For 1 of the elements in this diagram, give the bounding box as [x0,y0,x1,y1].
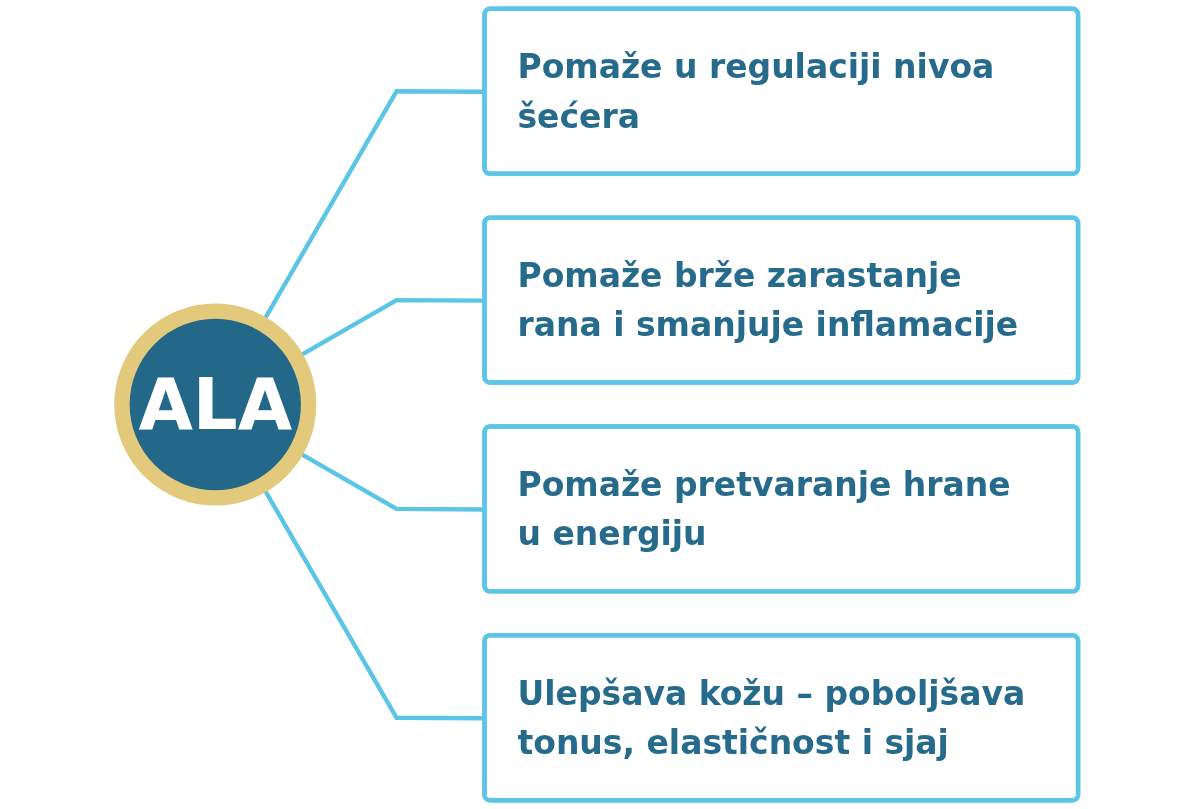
node-circle: ALA [114,303,317,506]
